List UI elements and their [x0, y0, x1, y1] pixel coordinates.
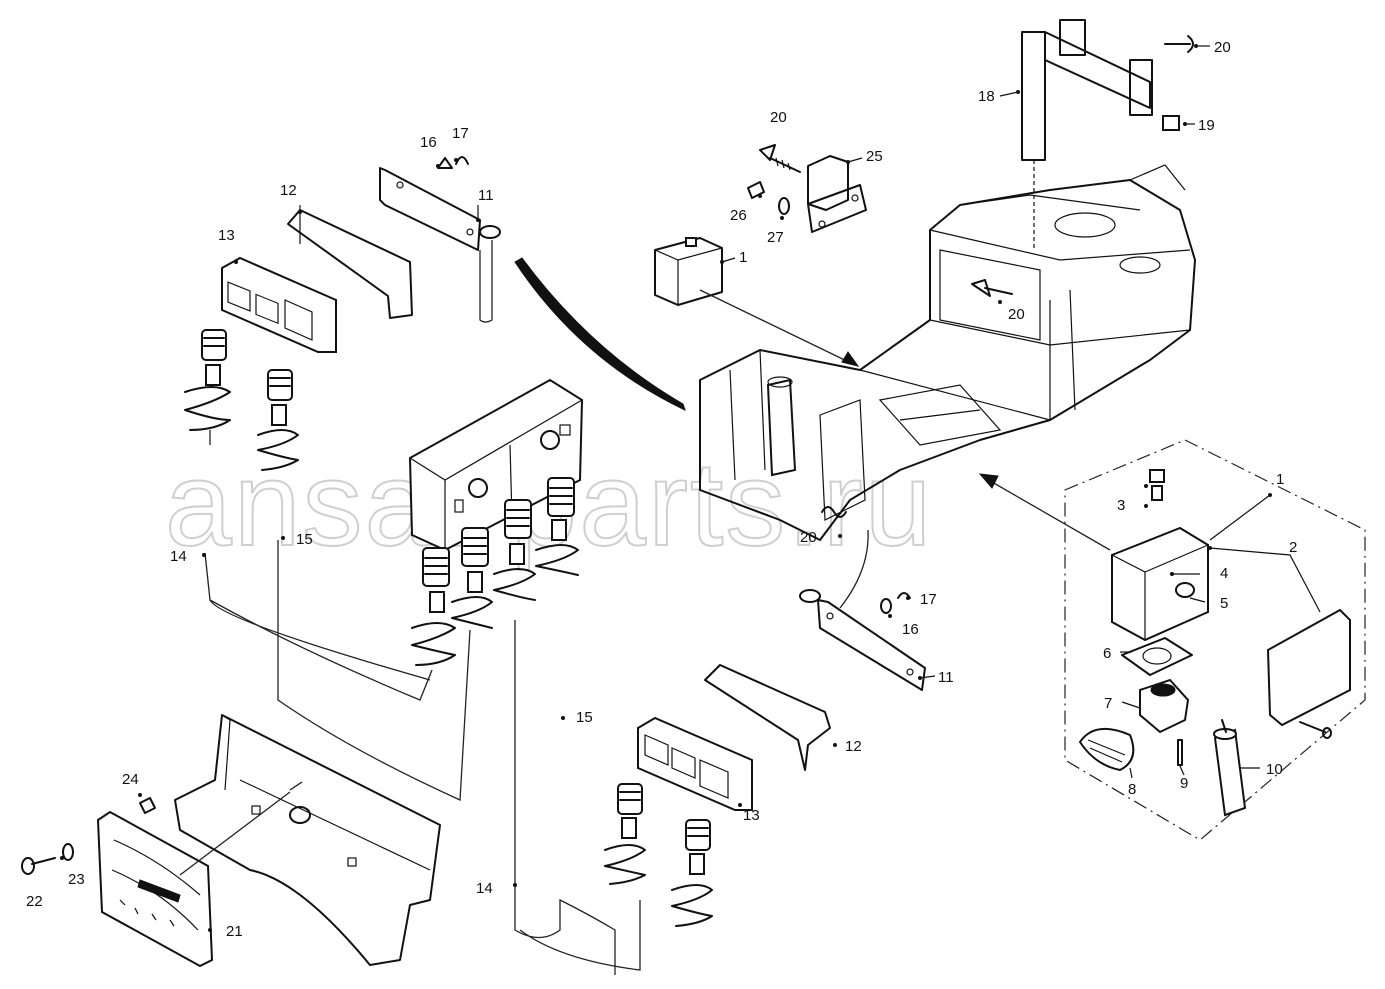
callout-20: 20	[770, 109, 787, 126]
callout-16: 16	[902, 621, 919, 638]
callout-4: 4	[1220, 565, 1228, 582]
callout-15: 15	[576, 709, 593, 726]
washer-27	[778, 197, 790, 215]
bolt-24	[139, 797, 156, 814]
callout-9: 9	[1180, 775, 1188, 792]
support-tube-18	[1021, 19, 1153, 250]
clip-19	[1162, 115, 1180, 131]
callout-18: 18	[978, 88, 995, 105]
callout-13: 13	[218, 227, 235, 244]
callout-1: 1	[1276, 471, 1284, 488]
assembly-arrow-right	[978, 473, 1111, 551]
callout-labels: 20 18 19 20 25 26 27 1 20 16 17 11 12 13…	[26, 39, 1297, 940]
callout-11: 11	[478, 187, 494, 204]
callout-7: 7	[1104, 695, 1112, 712]
callout-20: 20	[1214, 39, 1231, 56]
callout-8: 8	[1128, 781, 1136, 798]
callout-14: 14	[476, 880, 493, 897]
wing-bolt-20	[759, 144, 801, 173]
clip-16-17-upper	[437, 156, 469, 169]
callout-11: 11	[938, 669, 954, 686]
callout-2: 2	[1289, 539, 1297, 556]
callout-26: 26	[730, 207, 747, 224]
box-group-outline	[1064, 439, 1366, 841]
screw-22	[21, 857, 56, 875]
fitting-3	[1149, 469, 1165, 501]
screw-9	[1177, 739, 1183, 766]
cover-12-lower	[704, 664, 831, 771]
socket-7	[1139, 678, 1190, 734]
callout-19: 19	[1198, 117, 1215, 134]
washer-23	[62, 843, 74, 861]
connector-cable-15-upper	[257, 369, 299, 471]
callout-14: 14	[170, 548, 187, 565]
callout-3: 3	[1117, 497, 1125, 514]
upper-left-bracket-11	[379, 167, 501, 323]
spring-20-low	[821, 506, 847, 518]
callout-17: 17	[452, 125, 469, 142]
callout-20: 20	[800, 529, 817, 546]
cable-boot-8	[1079, 727, 1135, 771]
electric-box-1-top	[654, 237, 860, 367]
display-13-upper	[221, 256, 337, 353]
center-console	[408, 378, 584, 552]
dashboard-panel	[174, 714, 441, 966]
assembly-arrow-left	[514, 257, 686, 411]
callout-20: 20	[1008, 306, 1025, 323]
leader-lines	[60, 44, 1321, 932]
cylinder-10	[1213, 719, 1247, 817]
callout-23: 23	[68, 871, 85, 888]
callout-16: 16	[420, 134, 437, 151]
callout-17: 17	[920, 591, 937, 608]
callout-24: 24	[122, 771, 139, 788]
bracket-25	[807, 155, 867, 233]
callout-15: 15	[296, 531, 313, 548]
callout-6: 6	[1103, 645, 1111, 662]
lower-bracket-11	[799, 529, 926, 691]
callout-1: 1	[739, 249, 747, 266]
callout-27: 27	[767, 229, 784, 246]
console-connectors	[411, 477, 579, 666]
wiring-harness	[204, 540, 641, 975]
connector-cable-14-upper	[184, 329, 231, 445]
box-2	[1111, 526, 1209, 642]
clip-16-17-lower	[880, 592, 911, 614]
callout-12: 12	[280, 182, 297, 199]
bolt-20-top	[1164, 35, 1194, 53]
callout-13: 13	[743, 807, 760, 824]
nut-26	[747, 181, 765, 199]
callout-22: 22	[26, 893, 43, 910]
callout-25: 25	[866, 148, 883, 165]
callout-12: 12	[845, 738, 862, 755]
connectors-lower	[604, 783, 713, 927]
display-13-lower	[637, 716, 753, 811]
callout-5: 5	[1220, 595, 1228, 612]
callout-10: 10	[1266, 761, 1283, 778]
wing-bolt-20-mid	[971, 279, 1013, 297]
cover-2	[1266, 608, 1351, 727]
callout-21: 21	[226, 923, 243, 940]
screw-cover	[1299, 721, 1332, 739]
gauge-panel-21	[96, 791, 291, 968]
gasket-6	[1121, 637, 1193, 676]
machine-frame	[699, 164, 1196, 541]
